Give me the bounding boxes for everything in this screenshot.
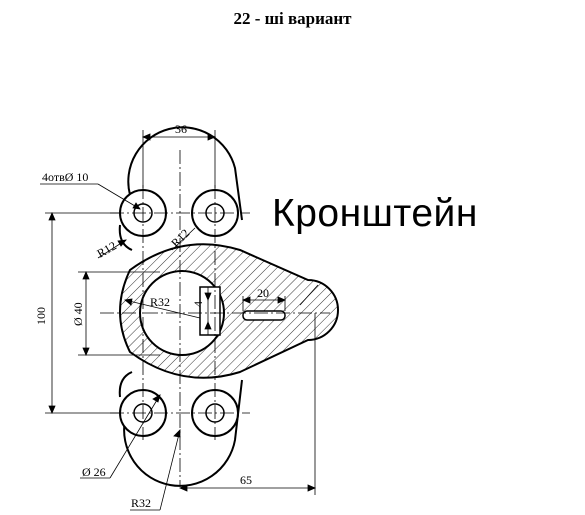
slot: [242, 310, 286, 321]
dim-height: 100: [34, 307, 48, 325]
dim-slot-width: 4: [191, 301, 205, 307]
lower-contour: [123, 379, 243, 487]
dim-length-tip: 65: [240, 473, 252, 487]
upper-contour: [127, 126, 243, 221]
part-name: Кронштейн: [272, 192, 478, 235]
dim-bore-radius: R32: [150, 295, 170, 309]
dim-radius-lower: R32: [131, 496, 151, 510]
dimension-lines: [40, 130, 319, 511]
left-notch-lower: [118, 371, 133, 398]
page-title: 22 - ші вариант: [233, 9, 352, 28]
dim-width-top: 36: [175, 122, 187, 136]
dim-boss-diameter: Ø 26: [82, 465, 106, 479]
dim-radius-left: R12: [95, 238, 119, 260]
dim-holes: 4отвØ 10: [42, 170, 88, 184]
dim-bore-diameter: Ø 40: [71, 302, 85, 326]
center-lines: [100, 150, 330, 485]
dim-slot-length: 20: [257, 286, 269, 300]
